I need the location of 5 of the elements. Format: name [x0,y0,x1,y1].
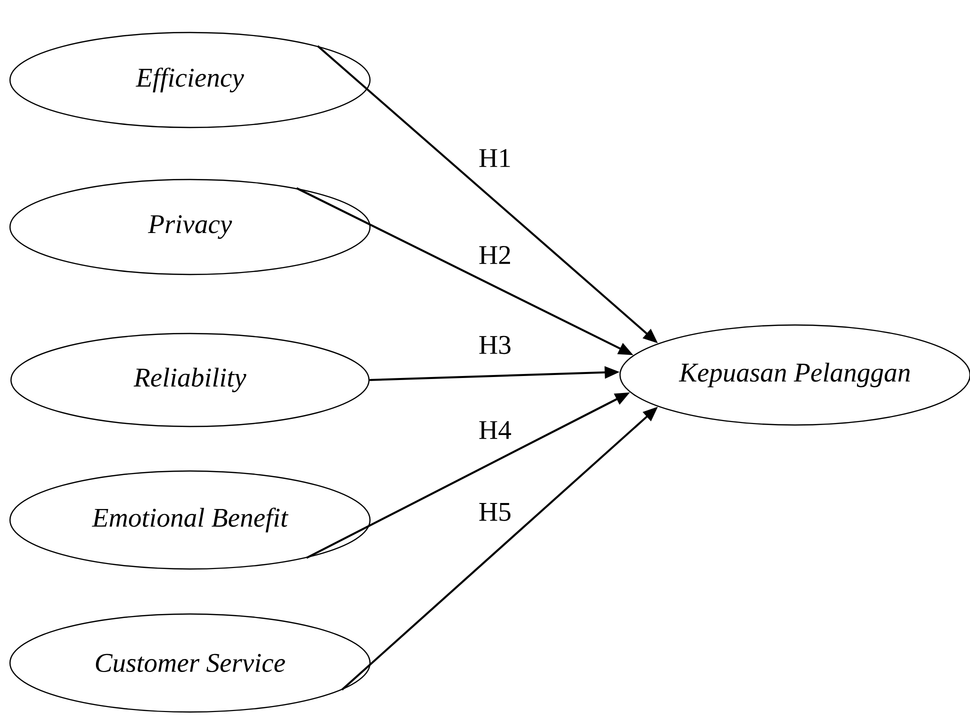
edge-label: H1 [478,148,512,168]
edge-label: H2 [478,245,512,265]
edge-label: H4 [478,420,512,440]
edge-label: H3 [478,334,512,356]
edge-label: H5 [478,502,512,522]
